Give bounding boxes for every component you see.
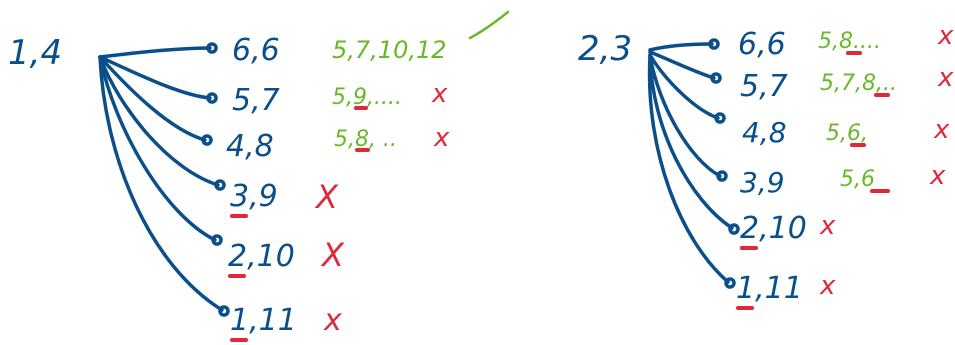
right-arrow-3	[648, 53, 720, 120]
right-arrow-2	[648, 50, 716, 80]
left-mark-3: x	[433, 123, 450, 153]
left-arrow-4-head	[214, 179, 226, 191]
left-mark-5: X	[320, 236, 345, 274]
right-mark-1: x	[937, 21, 954, 51]
right-note-3: 5,6,	[826, 121, 868, 146]
right-source-label: 2,3	[578, 29, 632, 69]
right-arrow-1-head	[708, 38, 720, 50]
right-mark-6: x	[819, 271, 836, 301]
left-pair-2: 5,7	[232, 83, 280, 118]
left-source-label: 1,4	[8, 33, 62, 73]
left-arrow-1-head	[206, 42, 218, 54]
left-arrow-3-head	[201, 134, 213, 146]
left-mark-4: X	[314, 178, 339, 216]
right-arrow-5	[648, 54, 734, 230]
left-arrow-5-head	[211, 234, 223, 246]
left-note-1: 5,7,10,12	[332, 36, 447, 64]
right-pair-5: 2,10	[740, 211, 807, 246]
left-arrow-1	[98, 46, 212, 59]
left-arrow-5	[98, 55, 217, 242]
left-pair-1: 6,6	[232, 33, 280, 68]
left-note-3: 5,8, ..	[334, 127, 397, 152]
right-pair-3: 4,8	[742, 116, 787, 149]
right-arrow-3-head	[714, 112, 726, 124]
left-arrow-3	[98, 55, 207, 142]
left-pair-4: 3,9	[230, 179, 278, 214]
right-note-1: 5,8....	[818, 29, 881, 54]
left-pair-3: 4,8	[226, 129, 274, 164]
left-tree: 1,4 6,6 5,7 4,8 3,9 2,10 1,11 5,7,10,12 …	[8, 10, 510, 342]
right-pair-1: 6,6	[738, 27, 786, 62]
left-arrow-2	[98, 55, 212, 100]
right-pair-6: 1,11	[736, 271, 803, 306]
left-arrow-6	[98, 55, 224, 312]
right-arrow-5-head	[728, 223, 740, 235]
right-mark-5: x	[819, 211, 836, 241]
right-mark-3: x	[933, 115, 950, 145]
left-arrow-2-head	[206, 92, 218, 104]
right-arrow-2-head	[710, 72, 722, 84]
right-arrow-6	[647, 54, 730, 284]
left-mark-2: x	[431, 79, 448, 109]
right-arrow-4-head	[716, 170, 728, 182]
right-arrow-6-head	[724, 277, 736, 289]
right-arrow-4	[648, 53, 722, 178]
left-note-2: 5,9,....	[332, 85, 402, 110]
left-check	[468, 10, 510, 40]
right-tree: 2,3 6,6 5,7 4,8 3,9 2,10 1,11 5,8.... 5,…	[578, 21, 954, 310]
left-pair-6: 1,11	[230, 303, 297, 338]
right-arrow-1	[648, 42, 714, 52]
right-note-2: 5,7,8,..	[820, 71, 897, 96]
left-arrow-6-head	[218, 305, 230, 317]
right-note-4: 5,6	[840, 167, 875, 192]
right-pair-4: 3,9	[740, 166, 785, 199]
left-mark-6: x	[323, 303, 342, 338]
right-mark-2: x	[937, 63, 954, 93]
left-pair-5: 2,10	[228, 239, 295, 274]
right-pair-2: 5,7	[740, 69, 788, 104]
right-mark-4: x	[929, 161, 946, 191]
left-arrow-4	[98, 55, 220, 187]
